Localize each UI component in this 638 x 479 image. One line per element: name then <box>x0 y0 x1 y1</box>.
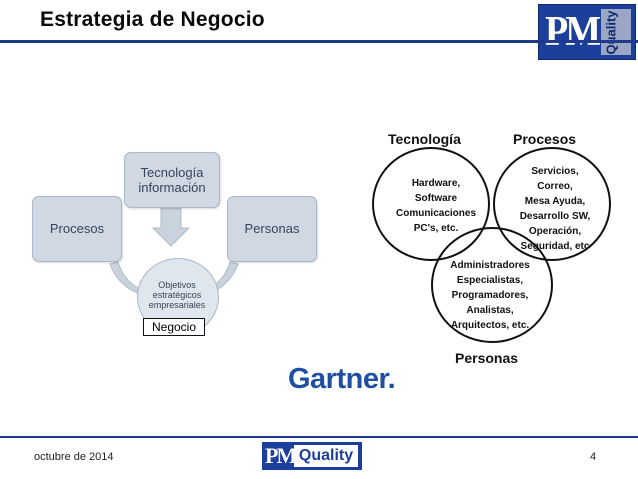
venn-personas-items: Administradores Especialistas, Programad… <box>435 258 545 333</box>
footer-divider <box>0 436 638 438</box>
venn-label-procesos: Procesos <box>513 131 577 147</box>
list-item: Analistas, <box>466 305 514 316</box>
negocio-label: Negocio <box>143 318 205 336</box>
box-tecnologia-label: Tecnología información <box>138 165 206 195</box>
venn-circle-tecnologia <box>372 147 490 261</box>
list-item: PC's, etc. <box>413 223 459 234</box>
list-item: Comunicaciones <box>395 208 477 219</box>
list-item: Programadores, <box>451 290 529 301</box>
gartner-logo: Gartner. <box>288 363 396 395</box>
footer-logo-quality-text: Quality <box>294 445 358 467</box>
logo-pm-text: PM <box>545 8 601 56</box>
venn-label-tecnologia: Tecnología <box>388 131 461 147</box>
footer-pm-quality-logo: PM Quality <box>262 442 362 470</box>
slide-title: Estrategia de Negocio <box>40 8 265 31</box>
venn-circle-personas <box>431 227 553 343</box>
box-personas: Personas <box>227 196 317 262</box>
box-procesos: Procesos <box>32 196 122 262</box>
pm-quality-logo: PM Quality <box>538 4 636 60</box>
list-item: Hardware, <box>411 178 461 189</box>
header-divider <box>0 40 638 43</box>
list-item: Operación, <box>528 226 582 237</box>
list-item: Software <box>414 193 458 204</box>
venn-label-personas: Personas <box>455 350 519 366</box>
list-item: Seguridad, etc <box>520 241 590 252</box>
venn-procesos-items: Servicios, Correo, Mesa Ayuda, Desarroll… <box>505 164 605 254</box>
venn-tecnologia-items: Hardware, Software Comunicaciones PC's, … <box>388 176 484 236</box>
list-item: Mesa Ayuda, <box>524 196 586 207</box>
list-item: Desarrollo SW, <box>519 211 591 222</box>
list-item: Correo, <box>537 181 573 192</box>
footer-date: octubre de 2014 <box>34 451 114 463</box>
venn-circle-procesos <box>493 147 611 261</box>
list-item: Especialistas, <box>456 275 524 286</box>
list-item: Arquitectos, etc. <box>450 320 530 331</box>
page-number: 4 <box>590 451 597 463</box>
box-tecnologia-informacion: Tecnología información <box>124 152 220 208</box>
arrow-down-icon <box>151 207 191 247</box>
list-item: Servicios, <box>531 166 579 177</box>
objetivos-label: Objetivos estratégicos empresariales <box>148 280 206 310</box>
list-item: Administradores <box>450 260 530 271</box>
logo-quality-band: Quality <box>601 9 631 55</box>
footer-logo-pm-text: PM <box>265 443 297 468</box>
